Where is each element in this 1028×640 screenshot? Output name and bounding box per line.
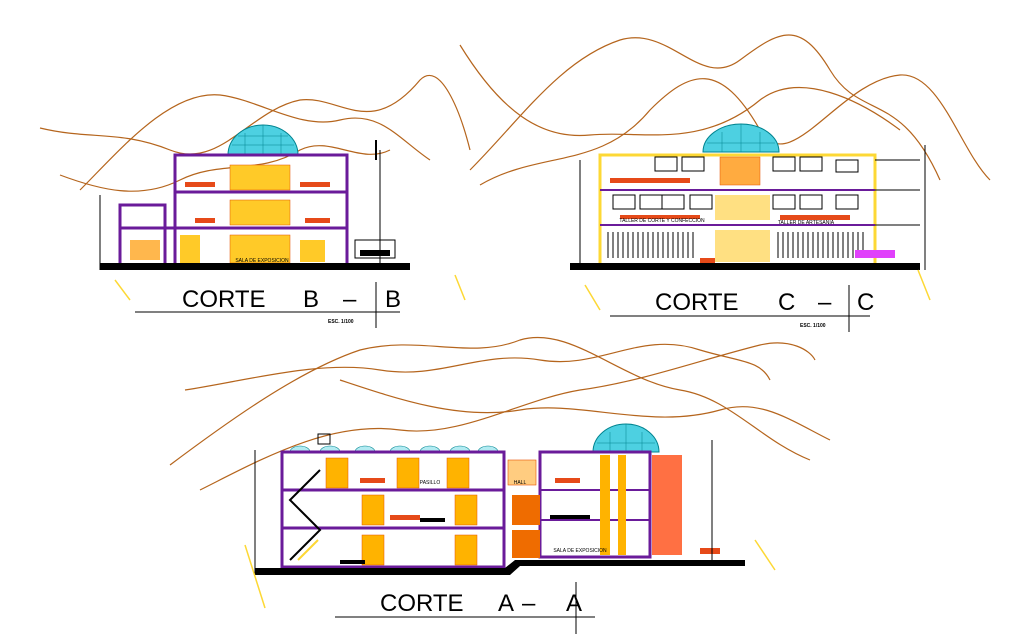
terrain-line xyxy=(59,145,391,192)
section-title-dash: – xyxy=(343,286,357,313)
room-label: HALL xyxy=(514,480,527,486)
terrain-line xyxy=(184,343,771,391)
section-a: PASILLO HALL SALA DE EXPOSICION CORTE A … xyxy=(169,336,831,634)
room-label: TALLER DE ARTESANIA xyxy=(778,220,835,226)
section-title-word: CORTE xyxy=(182,286,266,313)
section-c: TALLER DE CORTE Y CONFECCION TALLER DE A… xyxy=(459,34,991,332)
room-label: SALA DE EXPOSICION xyxy=(235,258,289,264)
room-label: TALLER DE CORTE Y CONFECCION xyxy=(619,218,705,224)
scale-label: ESC. 1/100 xyxy=(328,319,354,325)
section-title-letter: C xyxy=(857,289,874,316)
section-title-word: CORTE xyxy=(380,590,464,617)
room-label: PASILLO xyxy=(420,480,441,486)
room-label: TALLER DE CARPINTERIA xyxy=(781,263,844,269)
section-title-dash: – xyxy=(818,289,832,316)
section-title-word: CORTE xyxy=(655,289,739,316)
section-title-letter: B xyxy=(385,286,401,313)
terrain-line xyxy=(339,379,831,441)
section-title-letter: B xyxy=(303,286,319,313)
ground-slab xyxy=(100,263,410,270)
ground-slab xyxy=(255,560,745,575)
section-title-letter: C xyxy=(778,289,795,316)
section-title-letter: A xyxy=(566,590,582,617)
room-label: SALA DE EXPOSICION xyxy=(553,548,607,554)
terrain-line xyxy=(469,34,941,181)
section-b: SALA DE EXPOSICION CORTE B – B ESC. 1/10… xyxy=(39,74,471,328)
terrain-line xyxy=(459,44,901,137)
building-frame xyxy=(280,450,506,569)
scale-label: ESC. 1/100 xyxy=(800,323,826,329)
terrain-line xyxy=(169,336,811,466)
terrain-line xyxy=(39,74,471,155)
terrain-line xyxy=(79,94,431,191)
room-label: TALLER DE CARPINTERIA xyxy=(621,263,684,269)
ground-slab xyxy=(570,263,920,270)
terrain-line xyxy=(199,342,816,491)
section-title-dash: – xyxy=(522,590,536,617)
section-title-letter: A xyxy=(498,590,514,617)
